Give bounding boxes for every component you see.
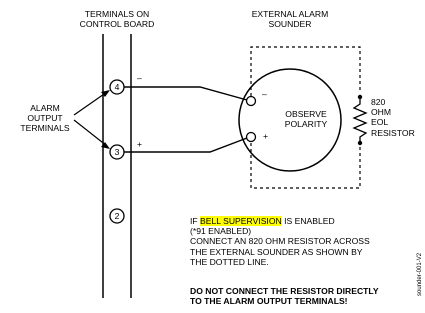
resistor-top-terminal bbox=[357, 94, 363, 100]
resistor-label-line3: EOL bbox=[371, 117, 389, 128]
alarm-output-label-line1: ALARM bbox=[30, 103, 60, 113]
note-line1-prefix: IF bbox=[190, 216, 201, 226]
positive-wire-mark: + bbox=[137, 139, 143, 149]
observe-polarity-line2: POLARITY bbox=[284, 119, 328, 130]
control-board-label: TERMINALS ON CONTROL BOARD bbox=[72, 9, 162, 29]
resistor-bottom-terminal bbox=[357, 140, 363, 146]
sounder-label: EXTERNAL ALARM SOUNDER bbox=[245, 9, 335, 29]
sounder-label-line2: SOUNDER bbox=[268, 19, 312, 30]
negative-wire-mark: – bbox=[137, 73, 142, 83]
dotted-resistor-return bbox=[250, 142, 361, 189]
pointer-to-terminal-4 bbox=[73, 91, 108, 116]
pointer-arrowhead-4 bbox=[101, 90, 110, 97]
resistor-zigzag bbox=[352, 99, 368, 141]
alarm-output-label-line2: OUTPUT bbox=[27, 113, 63, 124]
warning-note: DO NOT CONNECT THE RESISTOR DIRECTLY TO … bbox=[190, 286, 379, 306]
warning-line1: DO NOT CONNECT THE RESISTOR DIRECTLY bbox=[190, 286, 379, 296]
control-board-label-line1: TERMINALS ON bbox=[84, 9, 150, 19]
sounder-label-line1: EXTERNAL ALARM bbox=[251, 9, 329, 19]
terminal-2-circle bbox=[109, 208, 125, 224]
pointer-arrowhead-3 bbox=[101, 142, 110, 149]
resistor-label-line1: 820 bbox=[371, 97, 386, 107]
sounder-negative-mark: – bbox=[262, 89, 267, 99]
note-line5: THE DOTTED LINE. bbox=[190, 256, 269, 267]
sounder-positive-mark: + bbox=[263, 131, 269, 141]
terminal-3-number: 3 bbox=[114, 147, 120, 157]
sounder-body bbox=[238, 68, 342, 172]
resistor-label-line4: RESISTOR bbox=[371, 127, 415, 138]
terminal-2-number: 2 bbox=[114, 211, 120, 221]
bell-supervision-highlight: BELL SUPERVISION bbox=[200, 216, 282, 226]
control-board-label-line2: CONTROL BOARD bbox=[79, 19, 155, 30]
observe-polarity-line1: OBSERVE bbox=[285, 109, 327, 119]
negative-wire bbox=[124, 86, 248, 101]
sounder-negative-contact bbox=[245, 95, 257, 107]
side-code: sounder-001-V2 bbox=[417, 252, 423, 296]
positive-wire bbox=[124, 137, 248, 153]
instruction-note: IF BELL SUPERVISION IS ENABLED (*91 ENAB… bbox=[190, 216, 370, 267]
resistor-label-line2: OHM bbox=[371, 107, 392, 118]
terminal-4-number: 4 bbox=[114, 82, 120, 92]
note-line4: THE EXTERNAL SOUNDER AS SHOWN BY bbox=[190, 246, 363, 257]
alarm-output-label: ALARM OUTPUT TERMINALS bbox=[20, 103, 70, 134]
alarm-output-label-line3: TERMINALS bbox=[20, 123, 70, 134]
dotted-resistor-path bbox=[250, 46, 361, 96]
note-line3: CONNECT AN 820 OHM RESISTOR ACROSS bbox=[190, 236, 370, 247]
pointer-to-terminal-3 bbox=[73, 119, 108, 147]
note-line2: (*91 ENABLED) bbox=[190, 226, 252, 237]
note-line1-suffix: IS ENABLED bbox=[281, 216, 335, 226]
resistor-label: 820 OHM EOL RESISTOR bbox=[371, 97, 415, 138]
observe-polarity-label: OBSERVE POLARITY bbox=[276, 109, 336, 129]
warning-line2: TO THE ALARM OUTPUT TERMINALS! bbox=[190, 296, 348, 307]
sounder-positive-contact bbox=[245, 131, 257, 143]
